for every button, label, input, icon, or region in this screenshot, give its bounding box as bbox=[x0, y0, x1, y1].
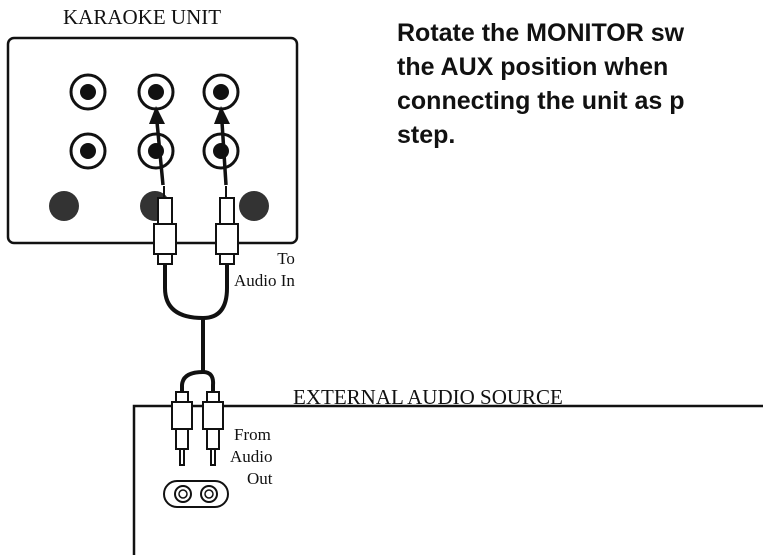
external-source-title: EXTERNAL AUDIO SOURCE bbox=[293, 385, 563, 409]
audio-out-socket bbox=[163, 480, 229, 508]
arrow-right bbox=[214, 106, 230, 186]
from-audio-out-label: From Audio Out bbox=[230, 424, 273, 490]
jack-top-middle bbox=[137, 73, 175, 111]
cable-branch-right bbox=[202, 264, 229, 320]
karaoke-unit-title: KARAOKE UNIT bbox=[63, 5, 222, 29]
jack-bottom-middle bbox=[137, 132, 175, 170]
jack-top-left bbox=[69, 73, 107, 111]
cable-lower-right bbox=[202, 370, 216, 392]
rca-plug-lower-right bbox=[202, 391, 224, 466]
rca-plug-lower-left bbox=[171, 391, 193, 466]
to-label-line1: To bbox=[277, 249, 295, 268]
instruction-line3: connecting the unit as p bbox=[397, 87, 685, 115]
jack-bottom-left bbox=[69, 132, 107, 170]
external-source-panel bbox=[132, 404, 763, 555]
to-audio-in-label: To Audio In bbox=[234, 248, 295, 292]
arrow-left bbox=[149, 106, 165, 186]
instruction-line4: step. bbox=[397, 121, 456, 149]
cable-lower-left bbox=[180, 370, 204, 392]
jack-top-right bbox=[202, 73, 240, 111]
from-label-line1: From bbox=[234, 425, 271, 444]
cable-branch-left bbox=[163, 264, 204, 320]
knob-left bbox=[49, 191, 79, 221]
rca-plug-upper-left bbox=[153, 186, 177, 265]
from-label-line2: Audio bbox=[230, 447, 273, 466]
rca-plug-upper-right bbox=[215, 186, 239, 265]
instruction-line1: Rotate the MONITOR sw bbox=[397, 19, 685, 47]
to-label-line2: Audio In bbox=[234, 271, 295, 290]
instruction-line2: the AUX position when bbox=[397, 53, 669, 81]
knob-right bbox=[239, 191, 269, 221]
from-label-line3: Out bbox=[247, 469, 273, 488]
instruction-text: Rotate the MONITOR sw the AUX position w… bbox=[397, 16, 763, 152]
jack-bottom-right bbox=[202, 132, 240, 170]
